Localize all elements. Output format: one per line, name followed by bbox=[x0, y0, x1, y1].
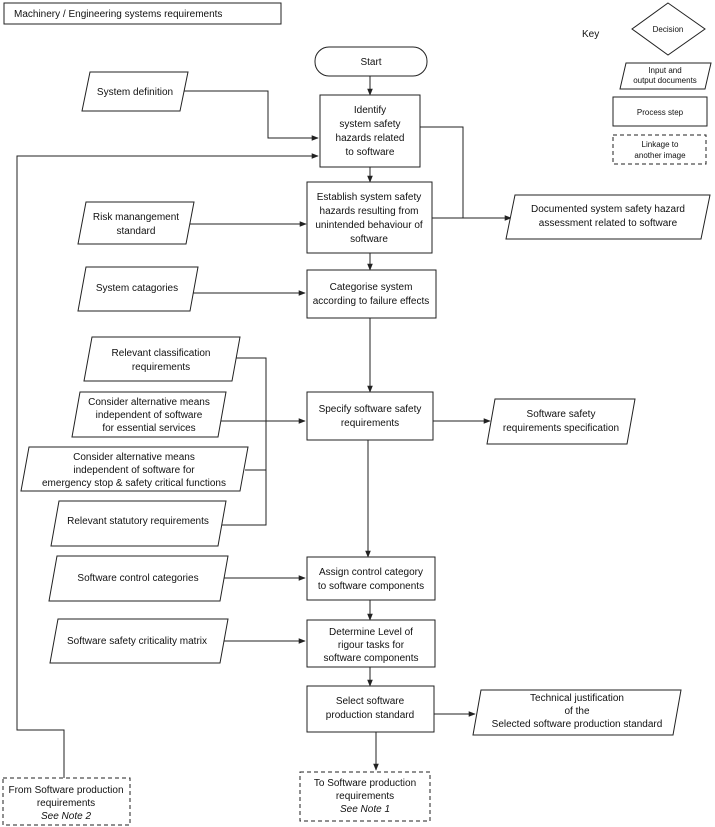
svg-text:Software control categories: Software control categories bbox=[77, 573, 198, 584]
documented-hazard-output: Documented system safety hazard assessme… bbox=[505, 194, 711, 240]
svg-text:Software safety criticality ma: Software safety criticality matrix bbox=[67, 636, 207, 647]
svg-text:Software safety: Software safety bbox=[527, 409, 596, 420]
svg-text:To Software production: To Software production bbox=[314, 778, 416, 789]
svg-text:Input and: Input and bbox=[648, 66, 681, 75]
svg-text:Risk manangement: Risk manangement bbox=[93, 212, 179, 223]
svg-text:Linkage to: Linkage to bbox=[642, 140, 679, 149]
svg-text:for essential services: for essential services bbox=[102, 423, 195, 434]
to-software-production-link: To Software production requirements See … bbox=[299, 771, 431, 822]
assign-category-step: Assign control category to software comp… bbox=[306, 556, 436, 601]
key-link-dashed: Linkage to another image bbox=[612, 134, 707, 165]
svg-text:Determine Level of: Determine Level of bbox=[329, 627, 413, 638]
svg-text:of the: of the bbox=[564, 706, 589, 717]
identify-hazards-step: Identify system safety hazards related t… bbox=[319, 94, 421, 168]
svg-text:software: software bbox=[350, 234, 388, 245]
specify-requirements-step: Specify software safety requirements bbox=[306, 391, 434, 441]
svg-text:Specify software safety: Specify software safety bbox=[319, 404, 422, 415]
alternative-means-essential-input: Consider alternative means independent o… bbox=[71, 391, 227, 438]
categorise-system-step: Categorise system according to failure e… bbox=[306, 269, 437, 319]
svg-text:Decision: Decision bbox=[653, 25, 684, 34]
svg-text:according to failure effects: according to failure effects bbox=[313, 296, 430, 307]
svg-text:Consider alternative means: Consider alternative means bbox=[73, 452, 195, 463]
svg-text:Documented system safety hazar: Documented system safety hazard bbox=[531, 204, 685, 215]
svg-text:Establish system safety: Establish system safety bbox=[317, 192, 421, 203]
determine-rigour-step: Determine Level of rigour tasks for soft… bbox=[306, 619, 436, 668]
relevant-classification-input: Relevant classification requirements bbox=[83, 336, 241, 382]
svg-text:requirements: requirements bbox=[341, 418, 399, 429]
key-decision-diamond: Decision bbox=[631, 2, 706, 56]
technical-justification-output: Technical justification of the Selected … bbox=[472, 689, 682, 736]
svg-text:requirements: requirements bbox=[336, 791, 394, 802]
svg-text:system safety: system safety bbox=[339, 119, 400, 130]
svg-text:assessment related to software: assessment related to software bbox=[539, 218, 678, 229]
svg-text:requirements: requirements bbox=[37, 798, 95, 809]
start-terminator: Start bbox=[314, 46, 428, 77]
from-software-production-link: From Software production requirements Se… bbox=[2, 777, 131, 826]
svg-text:System catagories: System catagories bbox=[96, 283, 178, 294]
svg-text:independent of software: independent of software bbox=[96, 410, 203, 421]
svg-text:Technical justification: Technical justification bbox=[530, 693, 624, 704]
svg-text:Select software: Select software bbox=[336, 696, 405, 707]
svg-text:to software: to software bbox=[346, 147, 395, 158]
statutory-requirements-input: Relevant statutory requirements bbox=[50, 500, 227, 547]
svg-text:Categorise system: Categorise system bbox=[330, 282, 413, 293]
key-legend: Key Decision Input and output documents … bbox=[582, 2, 712, 165]
svg-text:standard: standard bbox=[117, 226, 156, 237]
svg-text:Consider alternative means: Consider alternative means bbox=[88, 397, 210, 408]
system-categories-input: System catagories bbox=[77, 266, 199, 312]
svg-text:See Note 2: See Note 2 bbox=[41, 811, 91, 822]
svg-text:hazards resulting from: hazards resulting from bbox=[320, 206, 419, 217]
svg-text:Start: Start bbox=[360, 57, 381, 68]
svg-text:software components: software components bbox=[323, 653, 418, 664]
svg-text:System definition: System definition bbox=[97, 87, 173, 98]
system-definition-input: System definition bbox=[81, 71, 189, 112]
svg-text:Relevant statutory requirement: Relevant statutory requirements bbox=[67, 516, 209, 527]
key-process-rect: Process step bbox=[612, 96, 708, 127]
criticality-matrix-input: Software safety criticality matrix bbox=[49, 618, 229, 664]
svg-text:to software components: to software components bbox=[318, 581, 424, 592]
establish-hazards-step: Establish system safety hazards resultin… bbox=[306, 181, 433, 254]
svg-text:independent of software for: independent of software for bbox=[73, 465, 195, 476]
svg-text:Machinery / Engineering system: Machinery / Engineering systems requirem… bbox=[14, 9, 222, 20]
svg-text:Assign control category: Assign control category bbox=[319, 567, 423, 578]
svg-text:From Software production: From Software production bbox=[8, 785, 123, 796]
software-safety-spec-output: Software safety requirements specificati… bbox=[486, 398, 636, 445]
svg-text:Relevant classification: Relevant classification bbox=[112, 348, 211, 359]
risk-management-standard-input: Risk manangement standard bbox=[77, 201, 195, 245]
connectors bbox=[16, 76, 512, 778]
svg-text:Identify: Identify bbox=[354, 105, 386, 116]
svg-text:requirements specification: requirements specification bbox=[503, 423, 619, 434]
software-control-categories-input: Software control categories bbox=[48, 555, 229, 602]
svg-text:hazards related: hazards related bbox=[336, 133, 405, 144]
svg-text:production standard: production standard bbox=[326, 710, 414, 721]
svg-text:another image: another image bbox=[634, 151, 686, 160]
svg-text:See Note 1: See Note 1 bbox=[340, 804, 390, 815]
key-label: Key bbox=[582, 29, 599, 40]
svg-text:unintended behaviour of: unintended behaviour of bbox=[315, 220, 423, 231]
svg-text:rigour tasks for: rigour tasks for bbox=[338, 640, 405, 651]
alternative-means-emergency-input: Consider alternative means independent o… bbox=[20, 446, 249, 492]
svg-text:Selected software production s: Selected software production standard bbox=[492, 719, 663, 730]
svg-text:Process step: Process step bbox=[637, 108, 684, 117]
svg-text:output documents: output documents bbox=[633, 76, 697, 85]
key-io-parallelogram: Input and output documents bbox=[619, 62, 712, 90]
svg-text:emergency stop & safety critic: emergency stop & safety critical functio… bbox=[42, 478, 226, 489]
svg-text:requirements: requirements bbox=[132, 362, 190, 373]
select-standard-step: Select software production standard bbox=[306, 685, 435, 733]
diagram-title: Machinery / Engineering systems requirem… bbox=[3, 2, 282, 25]
